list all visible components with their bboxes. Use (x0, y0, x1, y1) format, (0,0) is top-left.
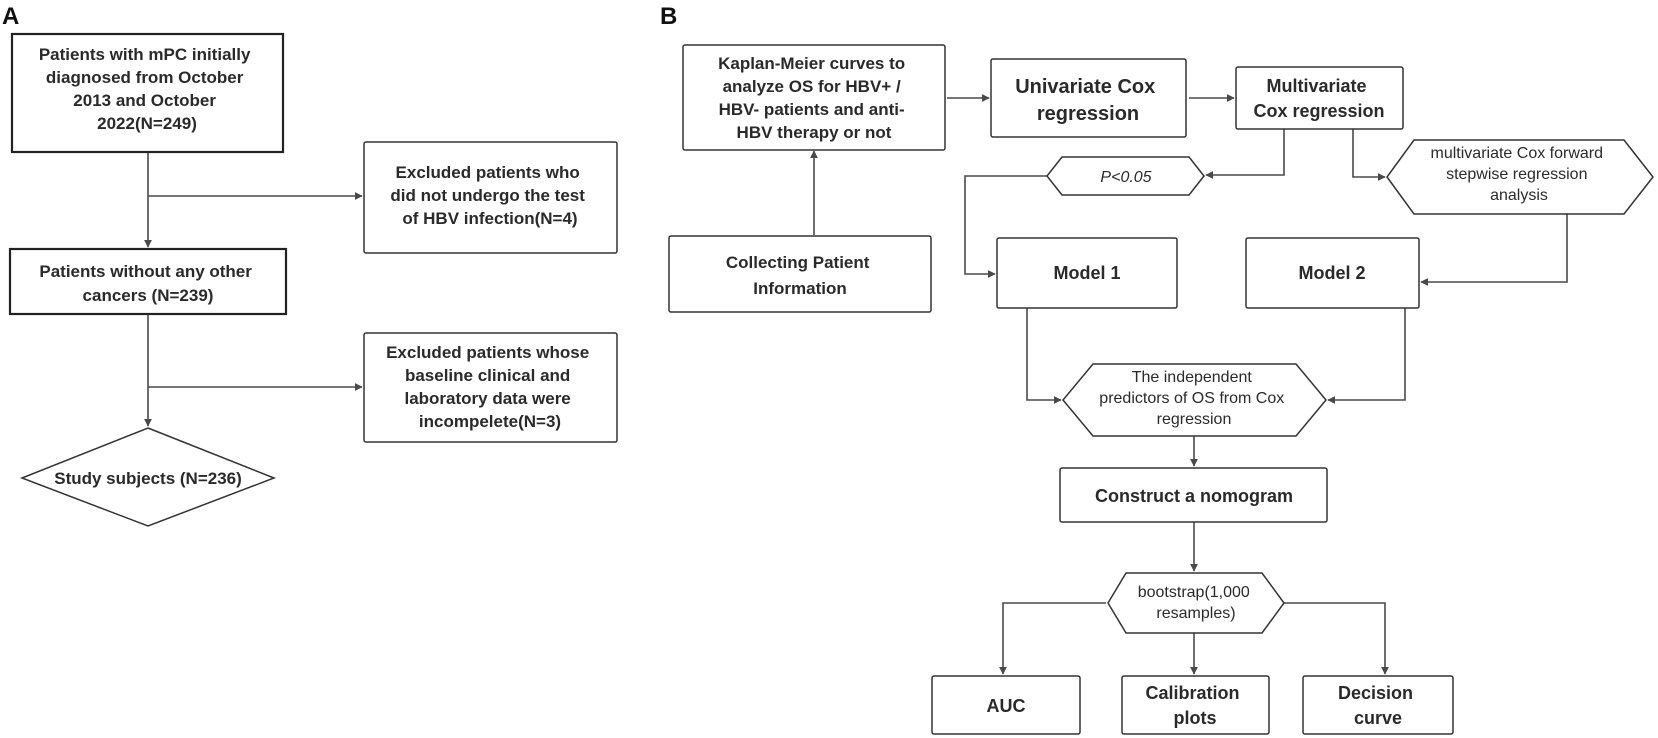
connector-bootstrap-to-decision (1282, 602, 1389, 675)
node-model-1-label: Model 1 (1053, 263, 1120, 283)
connector-multivariate-to-stepwise (1352, 129, 1386, 181)
node-univariate-cox (990, 58, 1187, 138)
node-auc-label: AUC (987, 696, 1026, 716)
panel-label-b: B (660, 3, 677, 30)
node-excluded-hbv-label: Excluded patients who did not undergo th… (390, 163, 589, 228)
node-pvalue (1046, 156, 1205, 196)
node-stepwise-regression-label: multivariate Cox forward stepwise regres… (1431, 145, 1608, 204)
node-model-2 (1245, 237, 1420, 309)
node-bootstrap (1107, 572, 1285, 634)
connector-model1-to-predictors (1026, 308, 1062, 404)
node-univariate-cox-label: Univariate Cox regression (1015, 76, 1161, 125)
node-multivariate-cox-label: Multivariate Cox regression (1253, 76, 1384, 121)
node-initial-patients-label: Patients with mPC initially diagnosed fr… (39, 45, 255, 133)
connector-multivariate-to-pvalue (1205, 129, 1285, 179)
node-auc (931, 675, 1081, 735)
connector-model2-to-predictors (1327, 308, 1406, 404)
node-kaplan-meier (682, 44, 946, 151)
node-model-2-label: Model 2 (1298, 263, 1365, 283)
node-collecting-info (668, 235, 932, 313)
node-multivariate-cox (1235, 66, 1404, 130)
node-independent-predictors-label: The independent predictors of OS from Co… (1099, 369, 1288, 428)
node-decision-curve-label: Decision curve (1338, 683, 1418, 728)
node-kaplan-meier-label: Kaplan-Meier curves to analyze OS for HB… (718, 54, 910, 142)
panel-b-connectors (810, 94, 1568, 675)
node-construct-nomogram (1059, 467, 1328, 523)
node-study-subjects (19, 427, 277, 527)
connector-stepwise-to-model2 (1420, 207, 1568, 286)
node-calibration-plots (1121, 675, 1270, 735)
node-excluded-hbv (363, 141, 618, 254)
panel-label-a: A (2, 3, 19, 30)
node-collecting-info-label: Collecting Patient Information (726, 253, 874, 298)
node-study-subjects-label: Study subjects (N=236) (54, 469, 242, 488)
node-excluded-data-label: Excluded patients whose baseline clinica… (386, 343, 594, 431)
panel-a-connectors (144, 152, 363, 427)
connector-bootstrap-to-auc (999, 602, 1106, 675)
node-decision-curve (1302, 675, 1454, 735)
node-construct-nomogram-label: Construct a nomogram (1095, 486, 1293, 506)
node-independent-predictors (1062, 363, 1327, 437)
node-initial-patients (10, 32, 285, 154)
node-excluded-data (363, 332, 618, 443)
node-pvalue-label: P<0.05 (1100, 169, 1151, 186)
node-model-1 (996, 237, 1178, 309)
node-calibration-plots-label: Calibration plots (1145, 683, 1244, 728)
connector-pvalue-to-model1 (964, 175, 1070, 278)
node-bootstrap-label: bootstrap(1,000 resamples) (1138, 584, 1255, 622)
node-stepwise-regression (1386, 139, 1654, 215)
node-no-other-cancers (8, 247, 288, 316)
node-no-other-cancers-label: Patients without any other cancers (N=23… (39, 262, 256, 305)
